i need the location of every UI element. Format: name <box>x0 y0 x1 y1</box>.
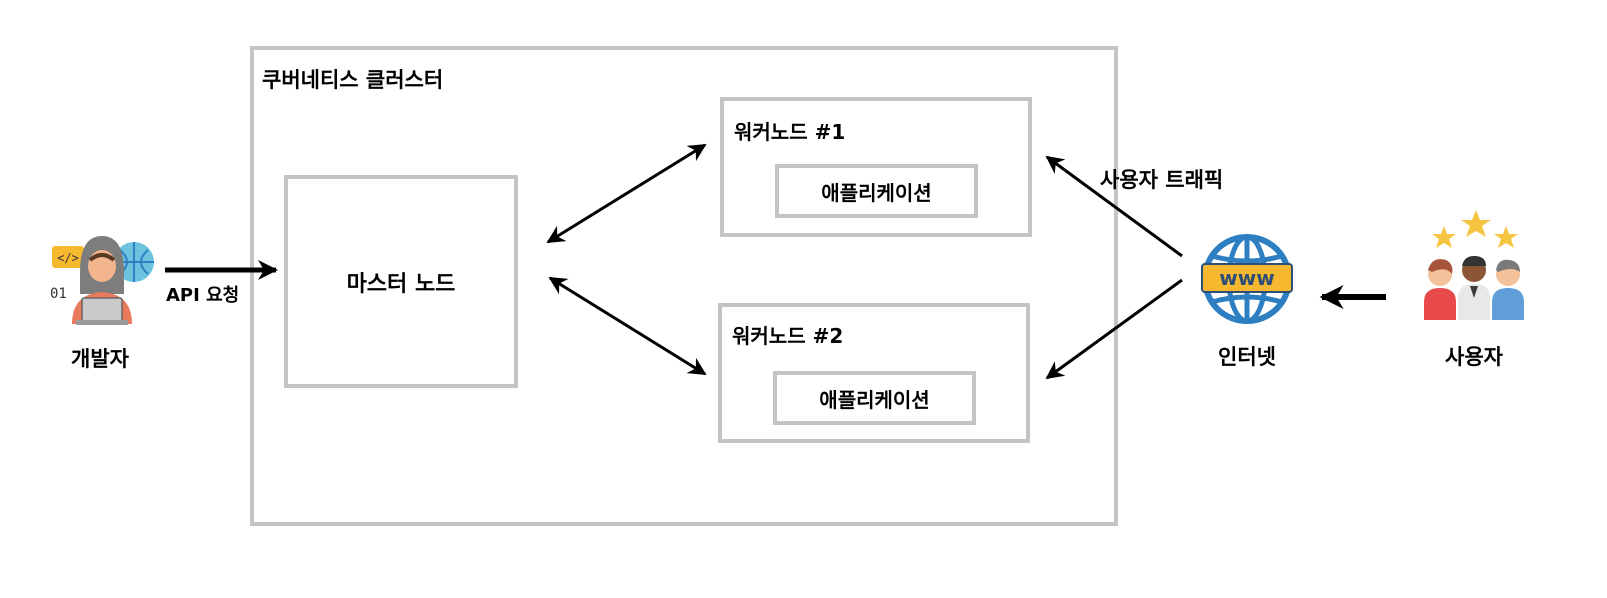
master-worker2-arrow <box>548 276 707 376</box>
developer-icon: </> 01 <box>48 232 158 328</box>
worker-node-1-app-box <box>775 164 978 218</box>
worker-node-2-title: 워커노드 #2 <box>732 324 844 348</box>
developer-label: 개발자 <box>71 347 129 371</box>
traffic-to-worker1-arrow <box>1045 155 1183 258</box>
master-node-label: 마스터 노드 <box>346 272 456 297</box>
api-request-label: API 요청 <box>166 285 240 306</box>
worker-node-2-app-box <box>773 371 976 425</box>
cluster-title: 쿠버네티스 클러스터 <box>262 68 444 92</box>
traffic-to-worker2-arrow <box>1045 278 1183 380</box>
www-globe-icon: www <box>1198 234 1296 324</box>
worker-node-2-app-label: 애플리케이션 <box>819 388 930 412</box>
users-rating-icon <box>1422 208 1526 322</box>
svg-text:01: 01 <box>50 286 67 302</box>
svg-text:</>: </> <box>57 251 79 265</box>
master-worker1-arrow <box>546 143 707 244</box>
worker-node-1-app-label: 애플리케이션 <box>821 181 932 205</box>
master-node-box <box>284 175 518 388</box>
users-label: 사용자 <box>1445 345 1503 369</box>
worker-node-1-title: 워커노드 #1 <box>734 120 846 144</box>
www-badge-text: www <box>1219 266 1274 290</box>
internet-label: 인터넷 <box>1218 345 1276 369</box>
user-traffic-label: 사용자 트래픽 <box>1100 168 1224 192</box>
